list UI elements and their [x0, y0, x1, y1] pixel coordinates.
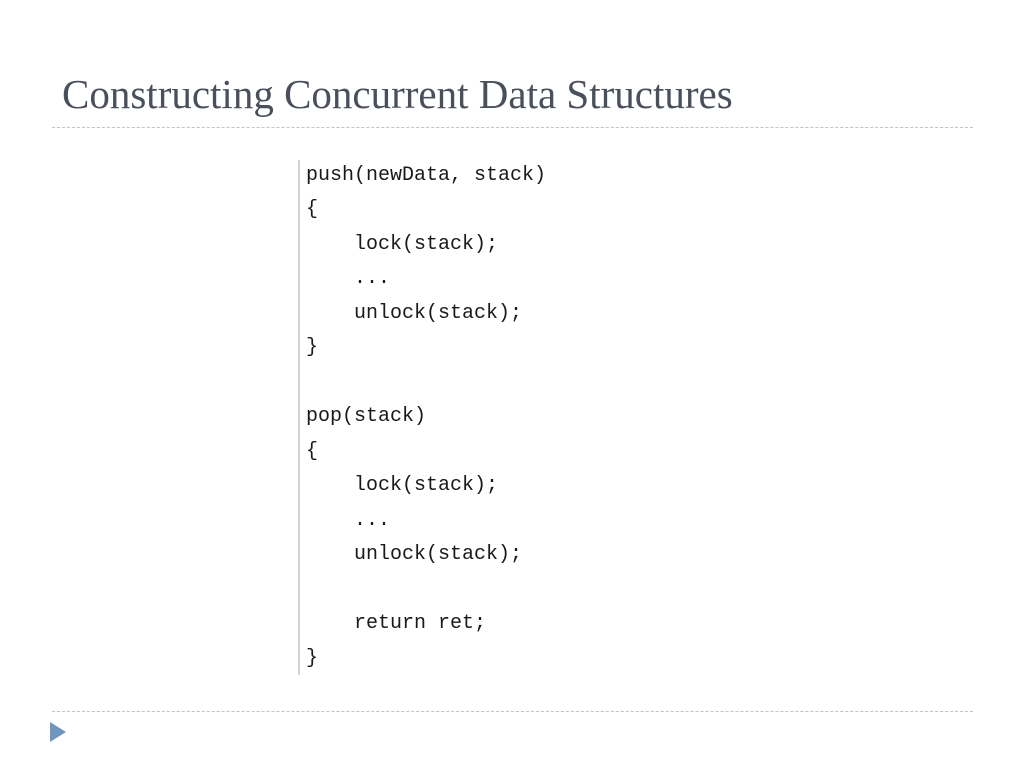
code-line: ... — [306, 267, 391, 290]
code-line: unlock(stack); — [306, 302, 523, 325]
code-block: push(newData, stack) { lock(stack); ... … — [298, 160, 630, 675]
title-divider — [52, 127, 973, 128]
footer-divider — [52, 711, 973, 712]
code-line: } — [306, 647, 319, 670]
code-line: push(newData, stack) — [306, 164, 547, 187]
code-line: } — [306, 336, 319, 359]
slide-title: Constructing Concurrent Data Structures — [62, 71, 733, 117]
code-line: { — [306, 440, 319, 463]
code-line: pop(stack) — [306, 405, 427, 428]
code-line: { — [306, 198, 319, 221]
code-line: unlock(stack); — [306, 543, 523, 566]
code-line: lock(stack); — [306, 474, 499, 497]
code-line: lock(stack); — [306, 233, 499, 256]
triangle-bullet-icon — [50, 722, 66, 742]
code-line: return ret; — [306, 612, 487, 635]
code-line: ... — [306, 509, 391, 532]
